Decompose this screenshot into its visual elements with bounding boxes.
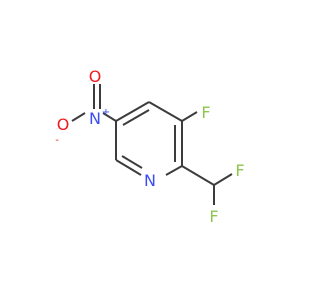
molecule-structure: F F F N N + O O - bbox=[55, 67, 244, 226]
atom-o-nitro-left: O bbox=[57, 115, 70, 134]
bond-c5-c4-inner bbox=[122, 109, 150, 126]
charge-n-nitro: + bbox=[102, 107, 110, 118]
bond-c5-nitro bbox=[102, 112, 117, 122]
bond-c3-f bbox=[181, 111, 198, 122]
bond-c2-n1 bbox=[165, 165, 183, 176]
atom-n-ring: N bbox=[144, 171, 156, 190]
ring-bonds bbox=[115, 101, 183, 176]
atom-n-nitro: N bbox=[89, 109, 101, 128]
atom-f-ring: F bbox=[201, 103, 210, 122]
bond-c2-chf2 bbox=[181, 165, 215, 186]
atom-labels: F F F N N + O O - bbox=[55, 67, 244, 226]
bond-nitro-o-left bbox=[71, 112, 86, 122]
charge-o-nitro-left: - bbox=[55, 135, 59, 146]
atom-f-chf2-bottom: F bbox=[209, 207, 218, 226]
atom-f-chf2-right: F bbox=[235, 161, 244, 180]
bond-c4-c3 bbox=[148, 101, 183, 122]
bond-c5-c4 bbox=[115, 101, 150, 122]
bond-n1-c6 bbox=[115, 159, 142, 176]
atom-o-nitro-top: O bbox=[89, 67, 102, 86]
substituent-bonds bbox=[71, 84, 233, 205]
bond-n1-c6-inner bbox=[121, 155, 143, 169]
bond-chf2-f-right bbox=[213, 173, 233, 186]
